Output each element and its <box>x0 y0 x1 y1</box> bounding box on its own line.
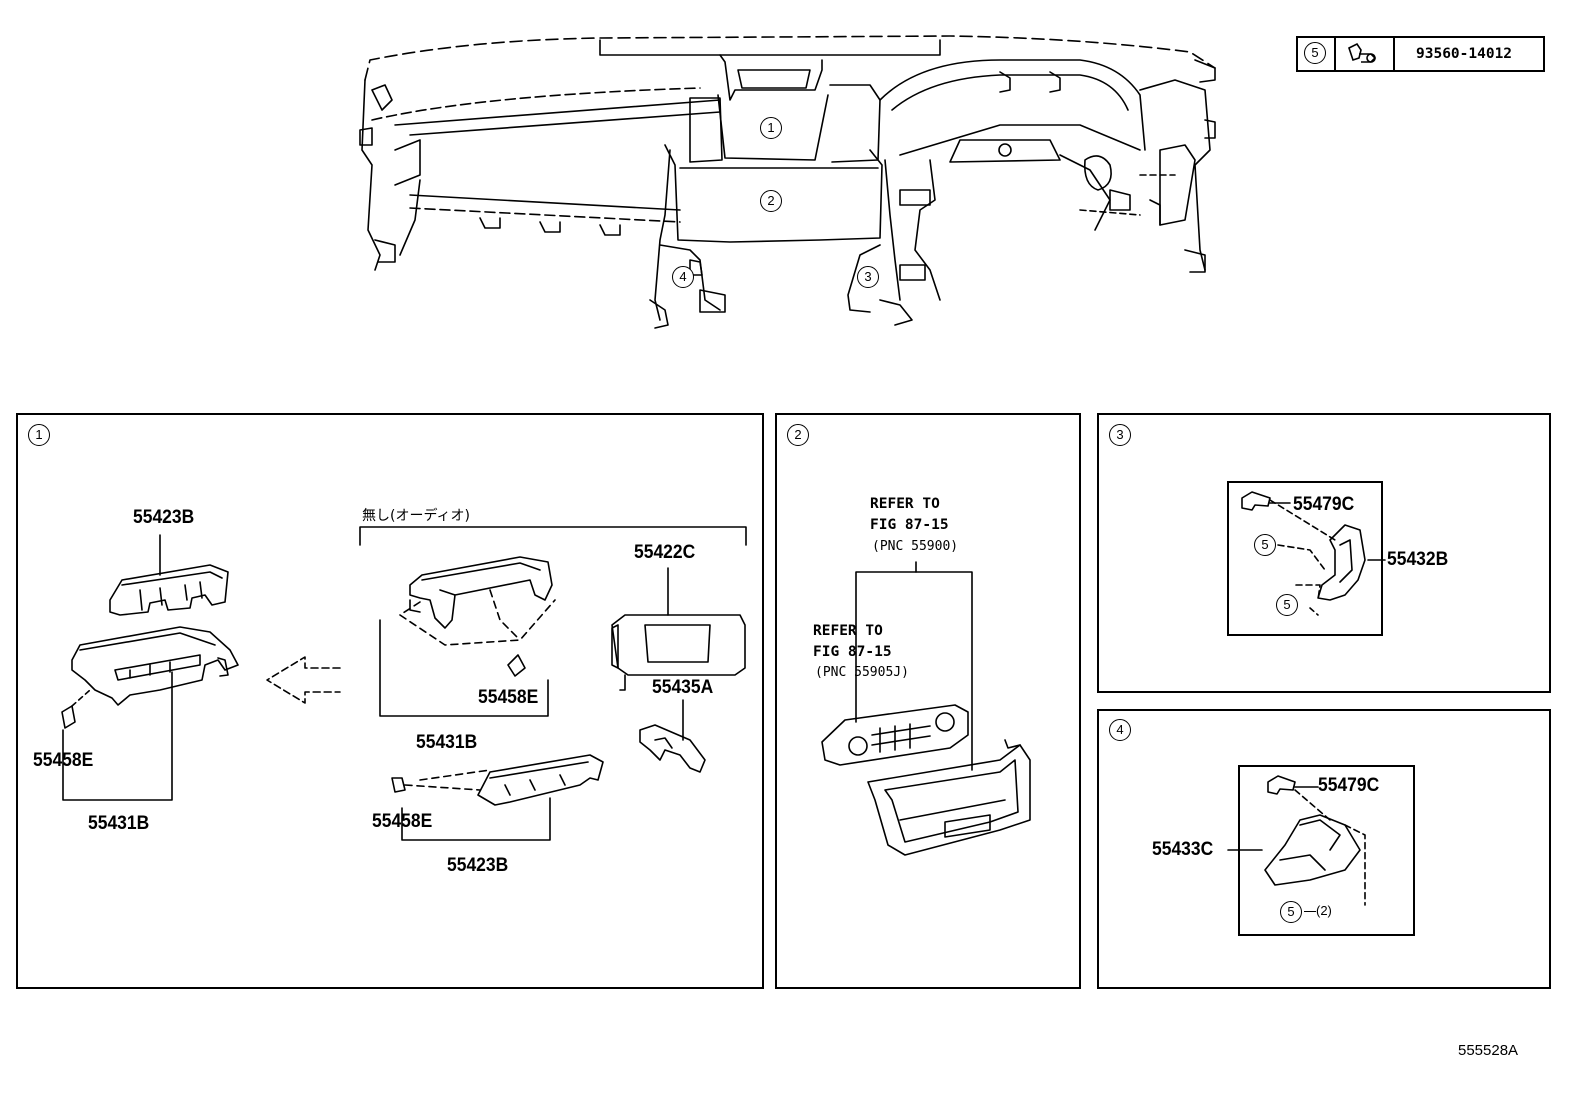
label-55432b[interactable]: 55432B <box>1387 549 1449 570</box>
label-55423b-top[interactable]: 55423B <box>133 507 195 528</box>
legend-callout-5: 5 <box>1304 42 1326 64</box>
ref-b-line2: FIG 87-15 <box>813 644 892 660</box>
label-55479c-p3[interactable]: 55479C <box>1293 494 1355 515</box>
panel2-callout: 2 <box>787 424 809 446</box>
panel1-bracket-note: 無し(オーディオ) <box>362 508 470 524</box>
overview-callout-2[interactable]: 2 <box>760 190 782 212</box>
legend-table: 5 93560-14012 <box>1296 36 1545 72</box>
ref-b-line1: REFER TO <box>813 623 883 639</box>
overview-callout-3[interactable]: 3 <box>857 266 879 288</box>
label-55431b-mid[interactable]: 55431B <box>416 732 478 753</box>
panel4-art <box>1227 775 1366 906</box>
panel4-screw-dash <box>1304 911 1316 912</box>
panel4-subbox <box>1238 765 1415 936</box>
overview-callout-1[interactable]: 1 <box>760 117 782 139</box>
label-55423b-low[interactable]: 55423B <box>447 855 509 876</box>
panel-1 <box>16 413 764 989</box>
panel1-callout: 1 <box>28 424 50 446</box>
panel4-callout: 4 <box>1109 719 1131 741</box>
panel-2 <box>775 413 1081 989</box>
panel2-art <box>821 561 1031 856</box>
label-55422c[interactable]: 55422C <box>634 542 696 563</box>
label-55479c-p4[interactable]: 55479C <box>1318 775 1380 796</box>
label-55435a[interactable]: 55435A <box>652 677 714 698</box>
label-55433c[interactable]: 55433C <box>1152 839 1214 860</box>
panel3-subbox <box>1227 481 1383 636</box>
bolt-icon <box>1348 42 1377 63</box>
panel4-screw-qty: (2) <box>1316 903 1332 918</box>
ref-a-line2: FIG 87-15 <box>870 517 949 533</box>
ref-a-line1: REFER TO <box>870 496 940 512</box>
panel3-art <box>1241 491 1386 616</box>
instrument-panel-overview <box>359 35 1216 329</box>
panel-4 <box>1097 709 1551 989</box>
panel3-callout: 3 <box>1109 424 1131 446</box>
panel-3 <box>1097 413 1551 693</box>
ref-a-line3: (PNC 55900) <box>872 539 959 554</box>
legend-part-number: 93560-14012 <box>1416 46 1513 62</box>
overview-callout-4[interactable]: 4 <box>672 266 694 288</box>
figure-id: 555528A <box>1458 1042 1519 1059</box>
panel3-screw-b: 5 <box>1276 594 1298 616</box>
panel1-art <box>61 526 747 841</box>
label-55458e-low[interactable]: 55458E <box>372 811 433 832</box>
label-55458e-left[interactable]: 55458E <box>33 750 94 771</box>
panel3-screw-a: 5 <box>1254 534 1276 556</box>
panel4-screw: 5 <box>1280 901 1302 923</box>
label-55431b-left[interactable]: 55431B <box>88 813 150 834</box>
ref-b-line3: (PNC 55905J) <box>815 665 909 680</box>
label-55458e-mid[interactable]: 55458E <box>478 687 539 708</box>
